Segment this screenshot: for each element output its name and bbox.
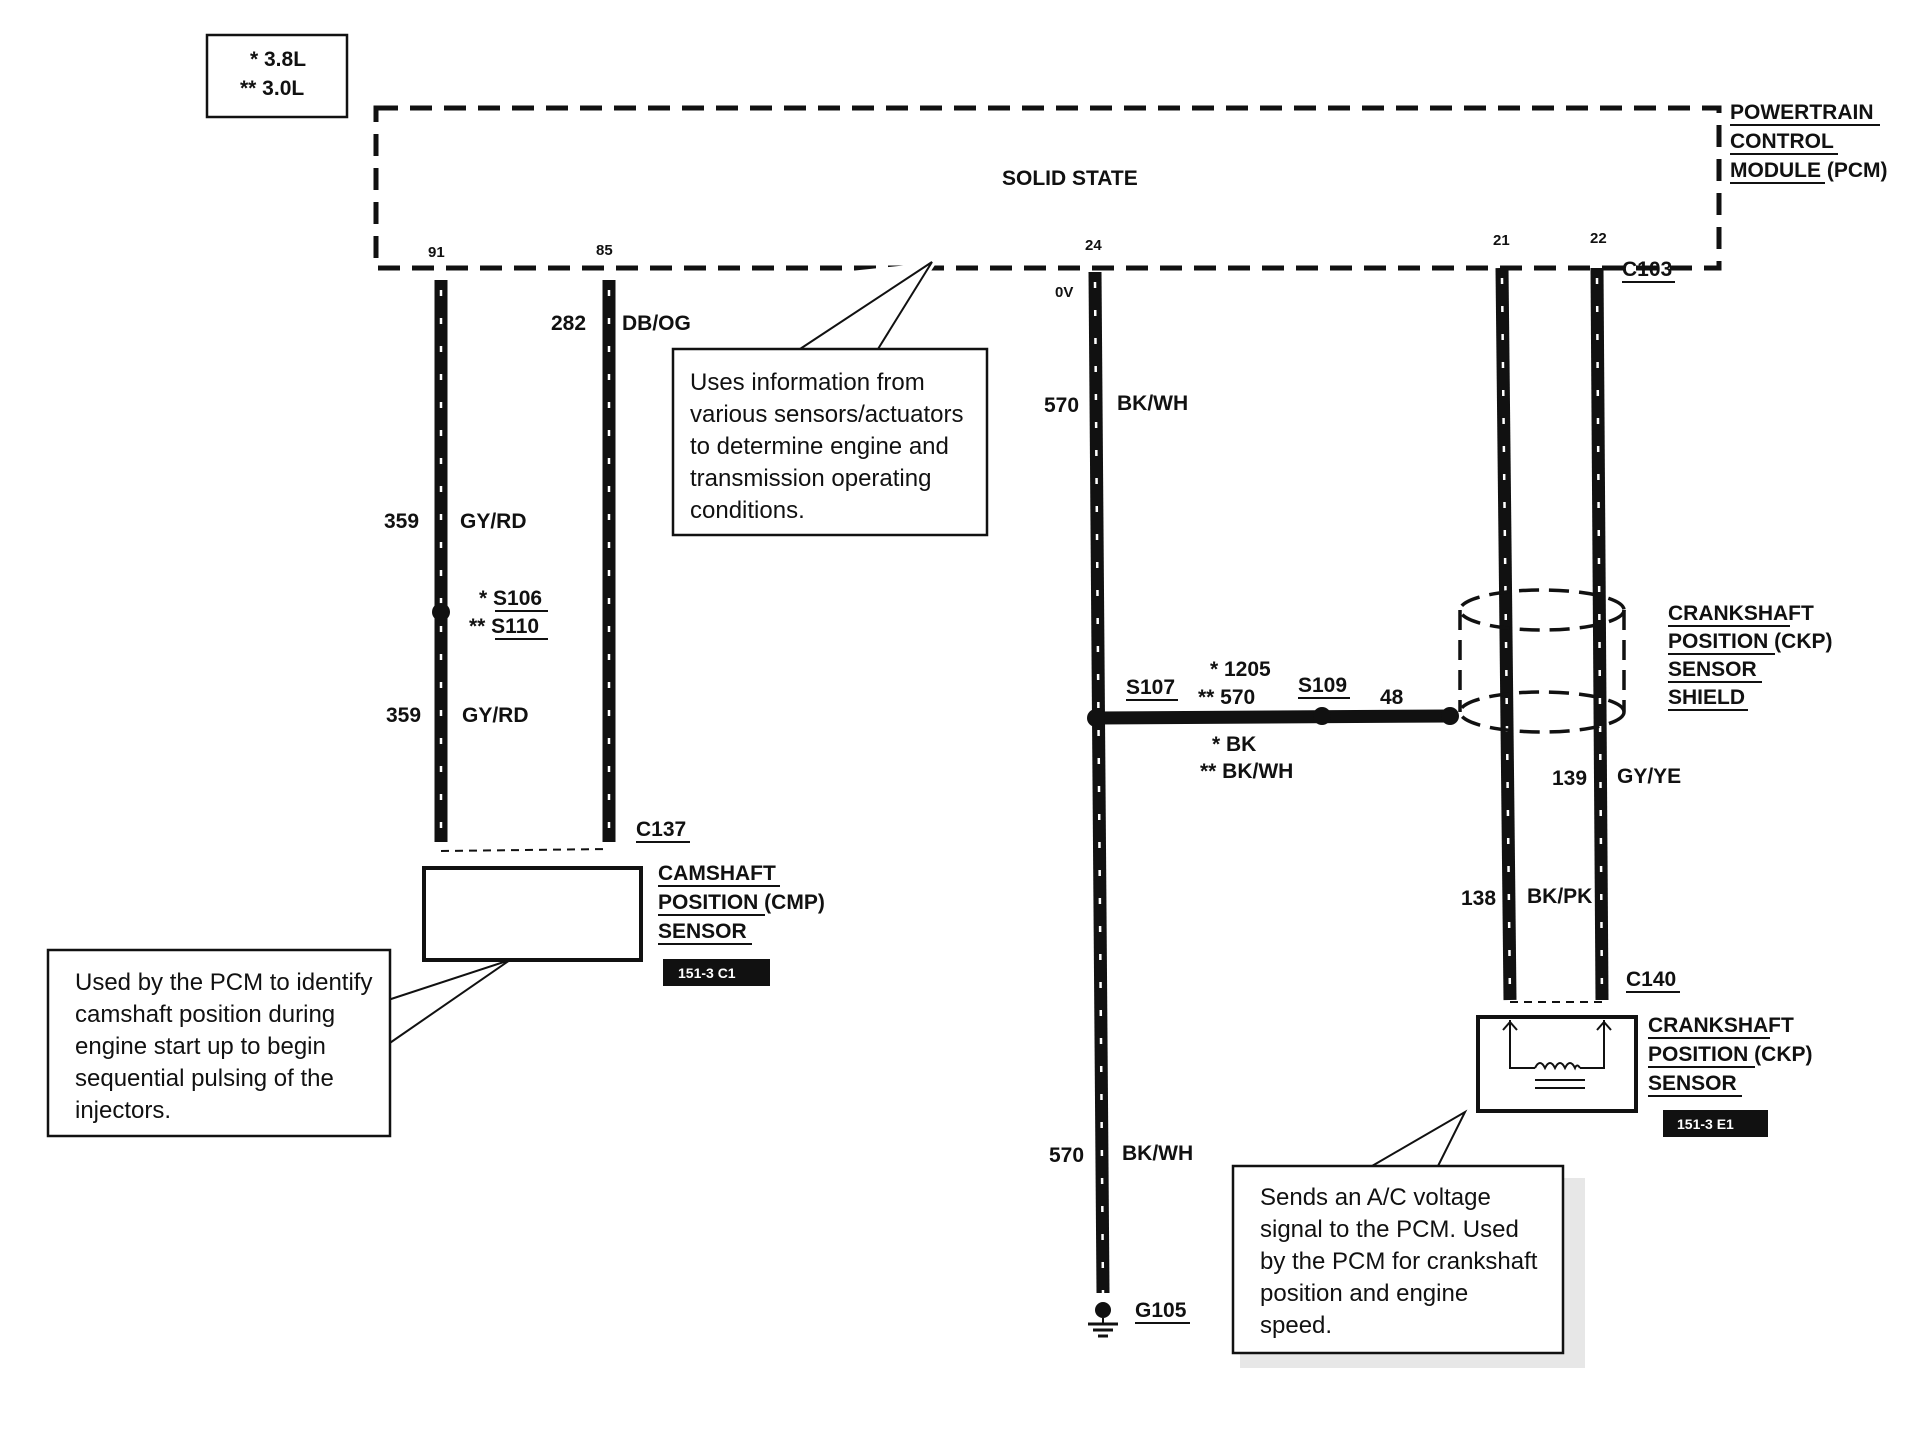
splice-s109-label: S109 <box>1298 674 1347 697</box>
cmp-note-line-4: sequential pulsing of the <box>75 1065 334 1092</box>
ckp-ref-text: 151-3 E1 <box>1677 1116 1734 1132</box>
shield-name-4: SHIELD <box>1668 686 1745 709</box>
pcm-note-line-5: conditions. <box>690 497 805 524</box>
pin-85: 85 <box>596 242 613 259</box>
wire-139-number: 139 <box>1552 767 1587 790</box>
engine-legend: * 3.8L ** 3.0L <box>205 33 349 119</box>
shield-drain-dot <box>1441 707 1459 725</box>
shield-name-2: POSITION (CKP) <box>1668 630 1833 653</box>
wire-570-color-bottom: BK/WH <box>1122 1142 1193 1165</box>
splice-s107 <box>1087 709 1105 727</box>
pcm-name-3: MODULE (PCM) <box>1730 159 1887 182</box>
pin-91: 91 <box>428 244 445 261</box>
pcm-name-2: CONTROL <box>1730 130 1834 153</box>
shield-name-3: SENSOR <box>1668 658 1757 681</box>
hwire-number-38: * 1205 <box>1210 658 1271 681</box>
ckp-note-line-2: signal to the PCM. Used <box>1260 1216 1519 1243</box>
ground-circuit: 570 BK/WH S107 * 1205 ** 570 S109 48 * B… <box>1044 392 1404 1338</box>
ckp-note-line-5: speed. <box>1260 1312 1332 1339</box>
wire-282-number: 282 <box>551 312 586 335</box>
pcm-note-callout: Uses information from various sensors/ac… <box>671 261 989 537</box>
pcm-module: SOLID STATE POWERTRAIN CONTROL MODULE (P… <box>373 101 1887 301</box>
ckp-circuit: 139 GY/YE 138 BK/PK C140 CRANKSHAFT POSI… <box>1461 765 1813 1137</box>
pcm-box <box>373 105 1722 271</box>
ckp-note-line-3: by the PCM for crankshaft <box>1260 1248 1538 1275</box>
ckp-note-callout: Sends an A/C voltage signal to the PCM. … <box>1231 1109 1585 1368</box>
cmp-sensor-name-3: SENSOR <box>658 920 747 943</box>
connector-c140: C140 <box>1626 968 1676 991</box>
pin-24-voltage: 0V <box>1055 284 1073 301</box>
ckp-sensor-name-2: POSITION (CKP) <box>1648 1043 1813 1066</box>
ckp-note-line-1: Sends an A/C voltage <box>1260 1184 1491 1211</box>
ckp-coil-icon <box>1502 1020 1612 1089</box>
legend-line-38: * 3.8L <box>250 48 306 71</box>
pin-22: 22 <box>1590 230 1607 247</box>
ground-symbol-icon <box>1088 1302 1118 1338</box>
wire-359-color-bottom: GY/RD <box>462 704 529 727</box>
wire-570-stripe <box>1093 281 1105 1294</box>
cmp-note-line-1: Used by the PCM to identify <box>75 969 372 996</box>
legend-box <box>205 33 349 119</box>
splice-s109 <box>1313 707 1331 725</box>
splice-s107-label: S107 <box>1126 676 1175 699</box>
shield-name-1: CRANKSHAFT <box>1668 602 1814 625</box>
pcm-note-line-4: transmission operating <box>690 465 931 492</box>
pcm-note-line-3: to determine engine and <box>690 433 949 460</box>
cmp-sensor-box <box>422 866 643 962</box>
wire-138-color: BK/PK <box>1527 885 1592 908</box>
ckp-shield: CRANKSHAFT POSITION (CKP) SENSOR SHIELD <box>1458 588 1833 734</box>
splice-s110-label: ** S110 <box>469 615 539 638</box>
cmp-note-line-3: engine start up to begin <box>75 1033 326 1060</box>
cmp-note-line-5: injectors. <box>75 1097 171 1124</box>
pcm-name-1: POWERTRAIN <box>1730 101 1874 124</box>
pcm-note-line-2: various sensors/actuators <box>690 401 963 428</box>
c137-connector-line <box>440 848 610 852</box>
wire-282-color: DB/OG <box>622 312 691 335</box>
hwire-number-30: ** 570 <box>1198 686 1255 709</box>
wire-570-number-bottom: 570 <box>1049 1144 1084 1167</box>
pcm-connector-c103: C103 <box>1622 258 1672 281</box>
wire-138-number: 138 <box>1461 887 1496 910</box>
pin-24: 24 <box>1085 237 1102 254</box>
legend-line-30: ** 3.0L <box>240 77 304 100</box>
cmp-sensor-name-1: CAMSHAFT <box>658 862 776 885</box>
cmp-ref-text: 151-3 C1 <box>678 965 736 981</box>
pcm-note-box <box>671 347 989 537</box>
pcm-note-line-1: Uses information from <box>690 369 925 396</box>
cmp-circuit: 282 DB/OG 359 GY/RD * S106 ** S110 359 G… <box>384 312 825 986</box>
splice-s106 <box>432 603 450 621</box>
wire-139-color: GY/YE <box>1617 765 1681 788</box>
cmp-note-line-2: camshaft position during <box>75 1001 335 1028</box>
wire-570-number-top: 570 <box>1044 394 1079 417</box>
shield-wire-48: 48 <box>1380 686 1404 709</box>
hwire-color-30: ** BK/WH <box>1200 760 1293 783</box>
wire-570-color-top: BK/WH <box>1117 392 1188 415</box>
connector-c137: C137 <box>636 818 686 841</box>
hwire-color-38: * BK <box>1212 733 1256 756</box>
ckp-note-line-4: position and engine <box>1260 1280 1468 1307</box>
wire-359-color-top: GY/RD <box>460 510 527 533</box>
pin-21: 21 <box>1493 232 1510 249</box>
wires <box>434 267 1609 1294</box>
cmp-sensor-name-2: POSITION (CMP) <box>658 891 825 914</box>
cmp-note-box <box>46 948 392 1138</box>
ckp-sensor-name-3: SENSOR <box>1648 1072 1737 1095</box>
ckp-note-box <box>1231 1164 1565 1355</box>
ground-g105: G105 <box>1135 1299 1187 1322</box>
ckp-ref-tag <box>1663 1110 1768 1137</box>
cmp-note-callout: Used by the PCM to identify camshaft pos… <box>46 948 511 1138</box>
wire-139 <box>1590 267 1609 1001</box>
wire-138 <box>1495 267 1517 1001</box>
ckp-sensor-name-1: CRANKSHAFT <box>1648 1014 1794 1037</box>
wire-shield-drain <box>1095 709 1451 725</box>
splice-s106-label: * S106 <box>479 587 542 610</box>
wire-359-number-top: 359 <box>384 510 419 533</box>
pcm-state: SOLID STATE <box>1002 167 1138 190</box>
cmp-ref-tag <box>663 959 770 986</box>
wire-359-number-bottom: 359 <box>386 704 421 727</box>
